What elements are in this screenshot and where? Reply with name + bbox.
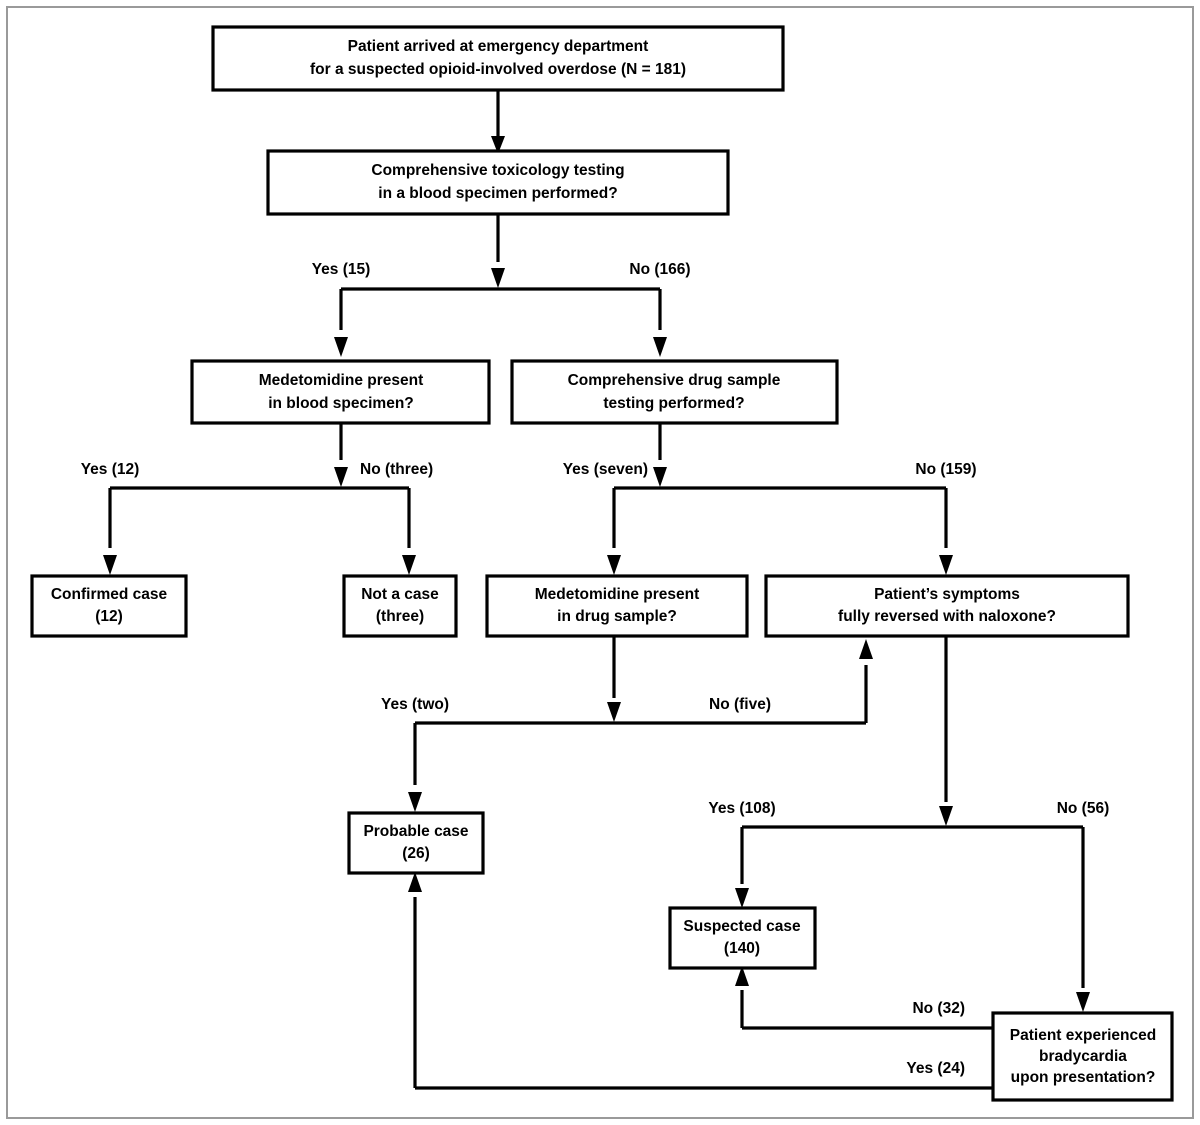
node-probable-case[interactable]: Probable case (26) (347, 811, 485, 875)
node-arrival-box[interactable] (211, 25, 785, 92)
node-toxicology-testing-line1: Comprehensive toxicology testing (371, 162, 624, 179)
node-confirmed-case-line1: Confirmed case (51, 586, 168, 603)
arrowhead-tox (491, 136, 505, 154)
edge-label-tox-no: No (166) (629, 261, 690, 278)
node-arrival-line2: for a suspected opioid-involved overdose… (310, 61, 686, 78)
arrowhead-drugsample-stem (653, 467, 667, 487)
node-arrival-line1: Patient arrived at emergency department (348, 38, 649, 55)
node-suspected-case-line2: (140) (724, 940, 760, 957)
node-not-a-case-line1: Not a case (361, 586, 439, 603)
node-drug-sample-testing[interactable]: Comprehensive drug sample testing perfor… (510, 359, 839, 425)
node-confirmed-case-line2: (12) (95, 608, 123, 625)
edge-label-drugsample-yes: Yes (seven) (563, 461, 648, 478)
node-naloxone-reversal[interactable]: Patient’s symptoms fully reversed with n… (764, 574, 1130, 638)
node-medetomidine-drug-sample-box[interactable] (485, 574, 749, 638)
node-toxicology-testing-box[interactable] (266, 149, 730, 216)
edge-label-brady-no: No (32) (912, 1000, 965, 1017)
edge-label-meddrug-yes: Yes (two) (381, 696, 449, 713)
edge-label-naloxone-yes: Yes (108) (708, 800, 775, 817)
edge-label-medblood-no: No (three) (360, 461, 433, 478)
node-naloxone-reversal-box[interactable] (764, 574, 1130, 638)
arrowhead-confirmed (103, 555, 117, 575)
node-suspected-case-line1: Suspected case (683, 918, 801, 935)
edge-label-meddrug-no: No (five) (709, 696, 771, 713)
node-toxicology-testing[interactable]: Comprehensive toxicology testing in a bl… (266, 149, 730, 216)
node-confirmed-case[interactable]: Confirmed case (12) (30, 574, 188, 638)
node-probable-case-line2: (26) (402, 845, 430, 862)
arrowhead-bradycardia-top (1076, 992, 1090, 1012)
node-bradycardia-line2: bradycardia (1039, 1048, 1127, 1065)
arrowhead-tox-stem (491, 268, 505, 288)
arrowhead-med-drug-sample (607, 555, 621, 575)
node-medetomidine-blood-box[interactable] (190, 359, 491, 425)
node-toxicology-testing-line2: in a blood specimen performed? (378, 185, 617, 202)
node-drug-sample-testing-line2: testing performed? (603, 395, 744, 412)
node-not-a-case-box[interactable] (342, 574, 458, 638)
node-medetomidine-blood-line1: Medetomidine present (259, 372, 424, 389)
node-probable-case-box[interactable] (347, 811, 485, 875)
edge-label-brady-yes: Yes (24) (906, 1060, 965, 1077)
arrowhead-not-a-case (402, 555, 416, 575)
edge-label-medblood-yes: Yes (12) (81, 461, 140, 478)
node-drug-sample-testing-line1: Comprehensive drug sample (568, 372, 781, 389)
edge-label-layer: Yes (15) No (166) Yes (12) No (three) Ye… (81, 261, 1110, 1077)
node-bradycardia-box[interactable] (991, 1011, 1174, 1102)
node-suspected-case-box[interactable] (668, 906, 817, 970)
node-bradycardia-line3: upon presentation? (1011, 1069, 1156, 1086)
node-bradycardia-line1: Patient experienced (1010, 1027, 1156, 1044)
edge-label-tox-yes: Yes (15) (312, 261, 371, 278)
node-medetomidine-drug-sample-line1: Medetomidine present (535, 586, 700, 603)
node-naloxone-reversal-line2: fully reversed with naloxone? (838, 608, 1056, 625)
arrowhead-suspected-bottom (735, 966, 749, 986)
node-arrival[interactable]: Patient arrived at emergency department … (211, 25, 785, 92)
arrowhead-naloxone (939, 555, 953, 575)
node-medetomidine-drug-sample[interactable]: Medetomidine present in drug sample? (485, 574, 749, 638)
figure-border (6, 6, 1194, 1119)
node-medetomidine-drug-sample-line2: in drug sample? (557, 608, 677, 625)
node-medetomidine-blood[interactable]: Medetomidine present in blood specimen? (190, 359, 491, 425)
edge-label-drugsample-no: No (159) (915, 461, 976, 478)
node-not-a-case[interactable]: Not a case (three) (342, 574, 458, 638)
arrowhead-naloxone-stem (939, 806, 953, 826)
node-medetomidine-blood-line2: in blood specimen? (268, 395, 414, 412)
node-probable-case-line1: Probable case (363, 823, 468, 840)
arrowhead-probable-top (408, 792, 422, 812)
arrowhead-suspected-top (735, 888, 749, 908)
arrowhead-med-blood (334, 337, 348, 357)
connector-layer (103, 90, 1090, 1090)
node-bradycardia[interactable]: Patient experienced bradycardia upon pre… (991, 1011, 1174, 1102)
arrowhead-drug-sample (653, 337, 667, 357)
node-suspected-case[interactable]: Suspected case (140) (668, 906, 817, 970)
node-naloxone-reversal-line1: Patient’s symptoms (874, 586, 1020, 603)
node-not-a-case-line2: (three) (376, 608, 424, 625)
edge-label-naloxone-no: No (56) (1057, 800, 1110, 817)
arrowhead-naloxone-bottom (859, 639, 873, 659)
node-layer: Patient arrived at emergency department … (30, 25, 1174, 1102)
node-drug-sample-testing-box[interactable] (510, 359, 839, 425)
arrowhead-probable-bottom (408, 872, 422, 892)
arrowhead-meddrug-stem (607, 702, 621, 722)
node-confirmed-case-box[interactable] (30, 574, 188, 638)
arrowhead-medblood-stem (334, 467, 348, 487)
